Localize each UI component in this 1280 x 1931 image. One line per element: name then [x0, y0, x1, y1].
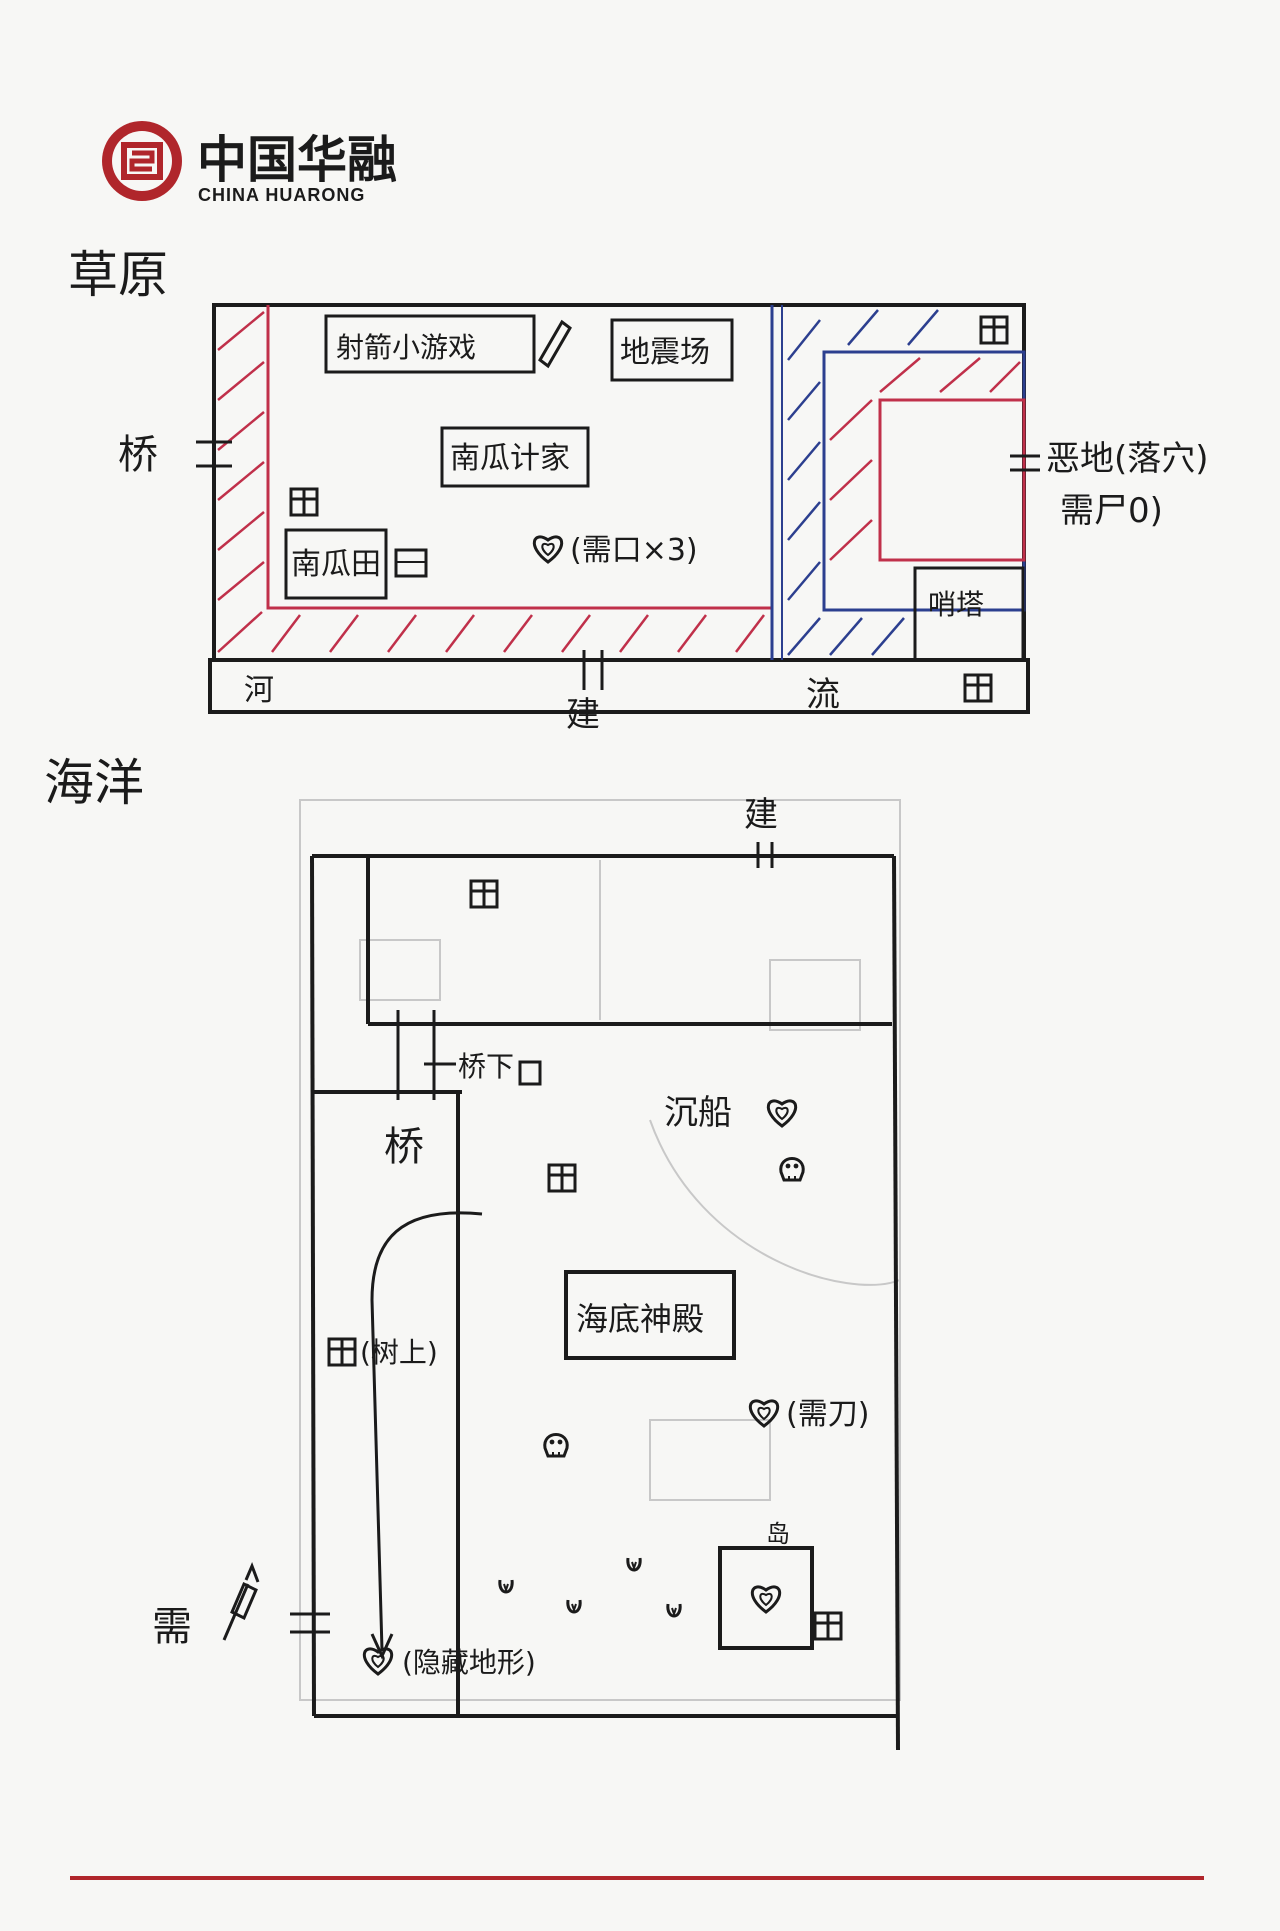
label-bad-land: 恶地(落穴): [1046, 439, 1209, 479]
grassland-map: [196, 303, 1040, 714]
label-dizhen: 地震场: [620, 335, 710, 370]
syringe-icon: [222, 1561, 260, 1641]
chest-icon: [327, 1337, 357, 1367]
shell-icon: [566, 1598, 582, 1614]
heart-icon: [766, 1099, 798, 1128]
shell-icon: [666, 1602, 682, 1618]
label-watchtower: 哨塔: [928, 588, 984, 621]
label-ocean-bridge: 桥: [384, 1124, 424, 1170]
label-island: 岛: [766, 1520, 790, 1548]
label-bridge: 桥: [118, 432, 158, 478]
brand-name-en: CHINA HUARONG: [198, 185, 365, 205]
heart-icon: [748, 1399, 780, 1428]
label-build: 建: [566, 695, 600, 735]
grassland-title: 草原: [68, 246, 168, 304]
pencil-icon: [538, 319, 572, 369]
label-river-a: 河: [244, 673, 274, 708]
brand-name-cn: 中国华融: [197, 131, 397, 189]
crate-icon: [394, 548, 428, 578]
label-hidden-terrain: (隐藏地形): [402, 1646, 536, 1679]
skull-icon: [543, 1433, 569, 1458]
label-need: 需: [152, 1604, 192, 1650]
label-temple: 海底神殿: [576, 1300, 704, 1338]
brand-logo: [102, 121, 182, 201]
shell-icon: [498, 1578, 514, 1594]
chest-icon: [469, 879, 499, 909]
label-pumpkin-field: 南瓜田: [291, 547, 381, 582]
label-river-b: 流: [806, 675, 840, 715]
skull-icon: [779, 1157, 805, 1182]
label-pumpkin-home: 南瓜计家: [450, 441, 570, 476]
chest-icon: [547, 1163, 577, 1193]
ocean-title: 海洋: [44, 754, 144, 812]
heart-icon: [750, 1585, 782, 1614]
chest-icon: [979, 315, 1009, 345]
heart-icon: [532, 535, 564, 564]
label-under-bridge: 桥下: [458, 1050, 514, 1083]
chest-icon: [963, 673, 993, 703]
label-sunken-ship: 沉船: [664, 1093, 732, 1133]
chest-icon: [518, 1060, 542, 1086]
label-build-top: 建: [744, 795, 778, 835]
heart-icon: [362, 1647, 394, 1676]
label-need-knife: (需刀): [786, 1397, 869, 1432]
shell-icon: [626, 1556, 642, 1572]
label-archery: 射箭小游戏: [336, 331, 476, 364]
chest-icon: [813, 1611, 843, 1641]
label-on-tree: (树上): [360, 1336, 438, 1369]
ocean-map: [222, 799, 901, 1751]
label-need-ammo: 需尸0): [1060, 491, 1163, 531]
chest-icon: [289, 487, 319, 517]
label-heart-need: (需口×3): [570, 533, 698, 568]
